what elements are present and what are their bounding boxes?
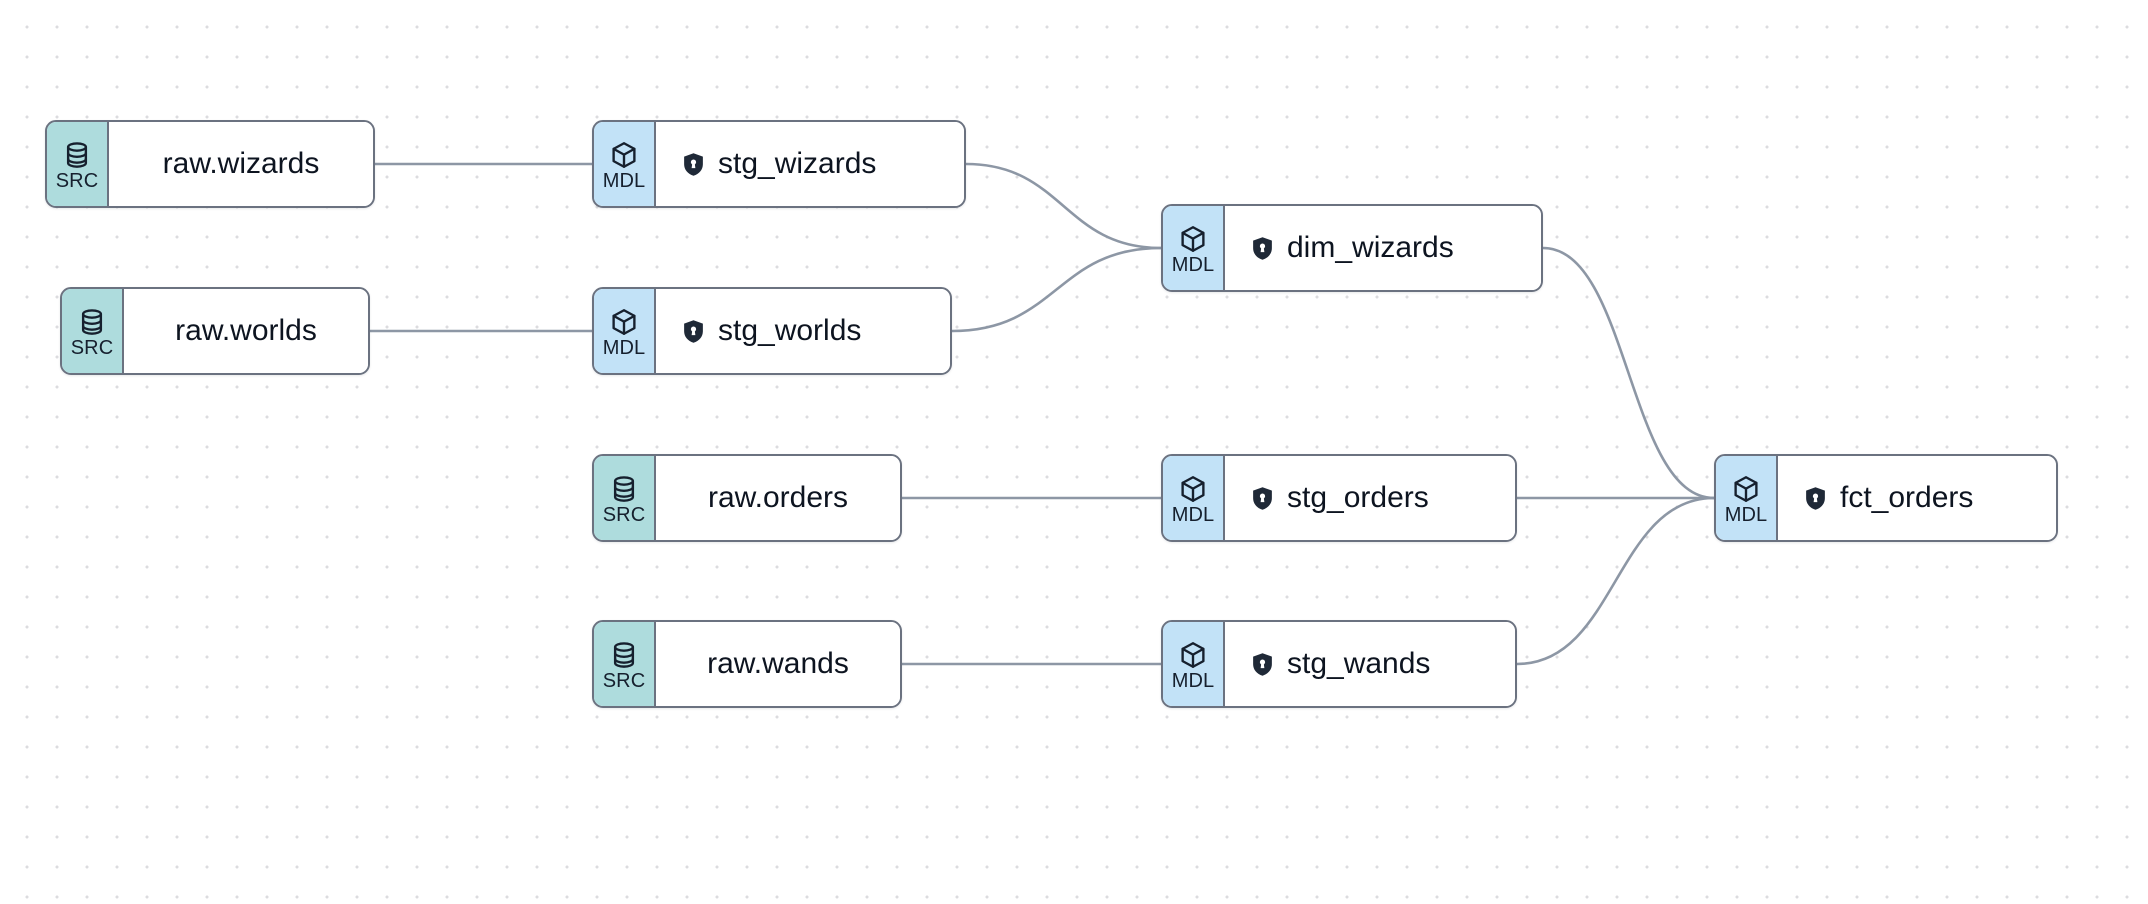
node-badge-src: SRC — [594, 622, 656, 706]
cube-icon — [1178, 224, 1208, 254]
node-badge-label: MDL — [602, 170, 646, 192]
node-badge-mdl: MDL — [1163, 206, 1225, 290]
node-badge-label: MDL — [1724, 504, 1768, 526]
node-body: fct_orders — [1778, 456, 2056, 540]
node-body: raw.wizards — [109, 122, 373, 206]
node-badge-mdl: MDL — [1163, 456, 1225, 540]
node-label: raw.wizards — [162, 147, 320, 180]
shield-lock-icon — [1251, 652, 1274, 677]
node-label: stg_worlds — [718, 314, 862, 347]
node-fct-orders[interactable]: MDL fct_orders — [1714, 454, 2058, 542]
node-badge-label: MDL — [1171, 504, 1215, 526]
node-body: raw.worlds — [124, 289, 368, 373]
node-badge-mdl: MDL — [1163, 622, 1225, 706]
node-badge-label: MDL — [1171, 254, 1215, 276]
cube-icon — [609, 140, 639, 170]
node-badge-label: SRC — [602, 504, 646, 526]
shield-lock-icon — [682, 319, 705, 344]
node-label: stg_wands — [1287, 647, 1431, 680]
cube-icon — [1731, 474, 1761, 504]
edge-stg-wizards-to-dim-wizards — [964, 162, 1163, 250]
node-badge-src: SRC — [62, 289, 124, 373]
node-label: stg_orders — [1287, 481, 1429, 514]
node-label: stg_wizards — [718, 147, 877, 180]
node-body: raw.wands — [656, 622, 900, 706]
node-stg-wizards[interactable]: MDL stg_wizards — [592, 120, 966, 208]
cube-icon — [1178, 640, 1208, 670]
shield-lock-icon — [682, 152, 705, 177]
database-icon — [62, 140, 92, 170]
edge-stg-worlds-to-dim-wizards — [950, 246, 1163, 333]
node-badge-label: MDL — [602, 337, 646, 359]
edge-stg-wands-to-fct-orders — [1515, 496, 1716, 666]
database-icon — [77, 307, 107, 337]
node-badge-label: SRC — [602, 670, 646, 692]
shield-lock-icon — [1251, 486, 1274, 511]
node-raw-orders[interactable]: SRC raw.orders — [592, 454, 902, 542]
node-stg-wands[interactable]: MDL stg_wands — [1161, 620, 1517, 708]
node-raw-wizards[interactable]: SRC raw.wizards — [45, 120, 375, 208]
node-badge-src: SRC — [594, 456, 656, 540]
node-badge-label: SRC — [70, 337, 114, 359]
node-stg-orders[interactable]: MDL stg_orders — [1161, 454, 1517, 542]
node-label: raw.wands — [707, 647, 849, 680]
node-badge-mdl: MDL — [594, 289, 656, 373]
shield-lock-icon — [1804, 486, 1827, 511]
shield-lock-icon — [1251, 236, 1274, 261]
node-body: dim_wizards — [1225, 206, 1541, 290]
node-label: fct_orders — [1840, 481, 1974, 514]
node-raw-wands[interactable]: SRC raw.wands — [592, 620, 902, 708]
node-badge-label: MDL — [1171, 670, 1215, 692]
cube-icon — [1178, 474, 1208, 504]
node-label: dim_wizards — [1287, 231, 1454, 264]
node-body: raw.orders — [656, 456, 900, 540]
node-badge-mdl: MDL — [1716, 456, 1778, 540]
node-body: stg_worlds — [656, 289, 950, 373]
cube-icon — [609, 307, 639, 337]
node-label: raw.worlds — [175, 314, 317, 347]
node-body: stg_orders — [1225, 456, 1515, 540]
node-badge-src: SRC — [47, 122, 109, 206]
node-dim-wizards[interactable]: MDL dim_wizards — [1161, 204, 1543, 292]
edge-dim-wizards-to-fct-orders — [1541, 246, 1716, 500]
node-stg-worlds[interactable]: MDL stg_worlds — [592, 287, 952, 375]
node-badge-mdl: MDL — [594, 122, 656, 206]
node-raw-worlds[interactable]: SRC raw.worlds — [60, 287, 370, 375]
node-label: raw.orders — [707, 481, 849, 514]
database-icon — [609, 640, 639, 670]
node-body: stg_wands — [1225, 622, 1515, 706]
node-body: stg_wizards — [656, 122, 964, 206]
database-icon — [609, 474, 639, 504]
node-badge-label: SRC — [55, 170, 99, 192]
